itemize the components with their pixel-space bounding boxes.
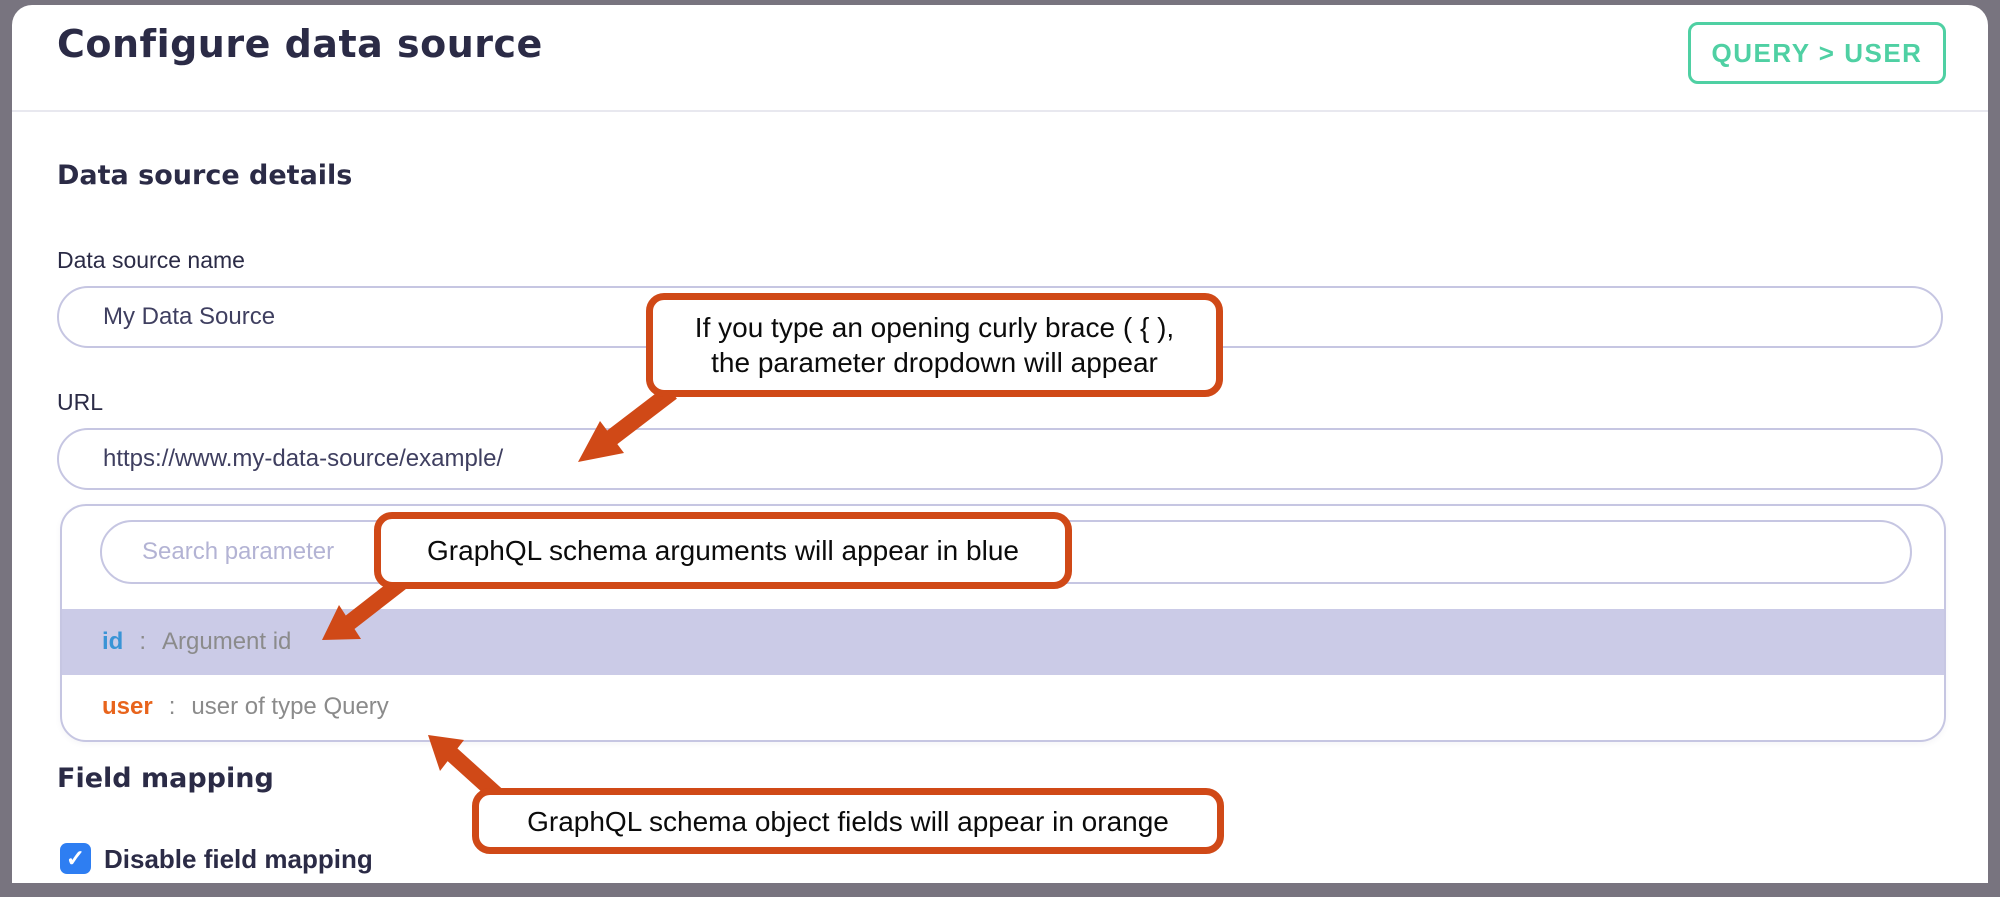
checkmark-icon: ✓ bbox=[65, 845, 86, 871]
dropdown-option-id[interactable]: id : Argument id bbox=[62, 609, 1944, 675]
option-id-colon: : bbox=[139, 628, 146, 655]
option-user-colon: : bbox=[168, 693, 176, 720]
section-title-data-source-details: Data source details bbox=[57, 160, 353, 191]
option-id-name: id bbox=[102, 628, 124, 655]
query-user-badge[interactable]: QUERY > USER bbox=[1688, 22, 1946, 84]
page-title: Configure data source bbox=[57, 22, 543, 66]
field-mapping-title: Field mapping bbox=[57, 763, 274, 794]
data-source-name-label: Data source name bbox=[57, 247, 245, 273]
header-divider bbox=[12, 110, 1988, 112]
url-input[interactable] bbox=[57, 428, 1943, 490]
callout-orange-fields: GraphQL schema object fields will appear… bbox=[472, 788, 1224, 854]
callout-curly-brace-line2: the parameter dropdown will appear bbox=[711, 347, 1158, 378]
option-id-description: Argument id bbox=[162, 628, 292, 655]
option-user-name: user bbox=[102, 693, 153, 720]
dropdown-option-user[interactable]: user : user of type Query bbox=[62, 675, 1944, 739]
callout-blue-arguments: GraphQL schema arguments will appear in … bbox=[374, 512, 1072, 589]
callout-curly-brace: If you type an opening curly brace ( { )… bbox=[646, 293, 1223, 397]
disable-field-mapping-label: Disable field mapping bbox=[104, 844, 373, 874]
disable-field-mapping-checkbox[interactable]: ✓ bbox=[60, 843, 91, 874]
url-label: URL bbox=[57, 389, 104, 415]
option-user-description: user of type Query bbox=[191, 693, 389, 720]
callout-curly-brace-line1: If you type an opening curly brace ( { )… bbox=[694, 312, 1175, 343]
